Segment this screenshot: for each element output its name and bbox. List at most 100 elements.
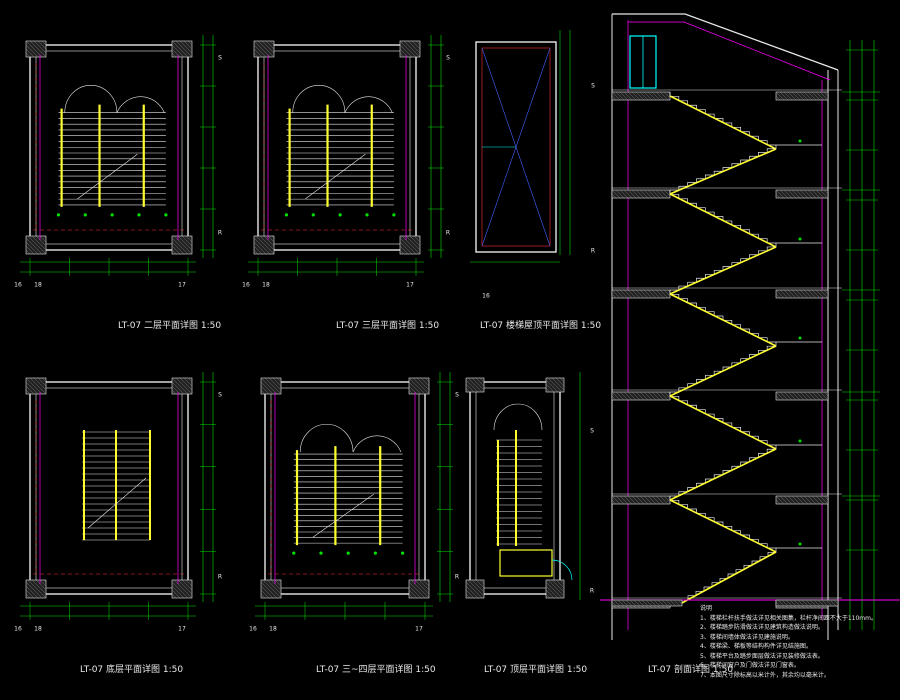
hatch-line bbox=[39, 579, 47, 587]
hatch-line bbox=[414, 579, 430, 595]
caption-plan-base: LT-07 底层平面详图 1:50 bbox=[80, 665, 184, 675]
section-handrail bbox=[669, 293, 777, 347]
hatch-line bbox=[779, 391, 789, 401]
hatch-line bbox=[611, 95, 617, 101]
hatch-line bbox=[399, 52, 405, 58]
caption-plan-2f: LT-07 二层平面详图 1:50 bbox=[118, 321, 222, 331]
hatch-line bbox=[795, 189, 805, 199]
hatch-line bbox=[635, 289, 645, 299]
hatch-line bbox=[663, 495, 671, 503]
hatch-line bbox=[787, 391, 797, 401]
hatch-line bbox=[639, 289, 649, 299]
hatch-line bbox=[25, 377, 43, 395]
hatch-line bbox=[29, 377, 47, 395]
hatch-line bbox=[775, 395, 781, 401]
axis-bubble-label: R bbox=[590, 588, 594, 595]
hatch-line bbox=[633, 599, 641, 607]
hatch-line bbox=[260, 381, 274, 395]
level-marker bbox=[284, 213, 289, 217]
hatch-line bbox=[795, 289, 805, 299]
hatch-line bbox=[253, 245, 263, 255]
hatch-line bbox=[187, 377, 193, 383]
hatch-line bbox=[418, 579, 430, 591]
hatch-line bbox=[33, 377, 47, 391]
level-marker bbox=[83, 213, 87, 217]
hatch-line bbox=[262, 579, 282, 599]
level-marker bbox=[401, 551, 405, 555]
hatch-line bbox=[779, 495, 789, 505]
level-marker bbox=[798, 336, 802, 340]
section-handrail bbox=[669, 395, 777, 450]
hatch-line bbox=[631, 189, 641, 199]
level-marker bbox=[798, 439, 802, 443]
hatch-line bbox=[25, 589, 35, 599]
hatch-line bbox=[189, 235, 193, 239]
hatch-line bbox=[823, 189, 829, 195]
hatch-line bbox=[623, 189, 633, 199]
axis-bubble-label: R bbox=[455, 574, 459, 581]
hatch-line bbox=[555, 579, 565, 589]
hatch-line bbox=[803, 289, 813, 299]
hatch-line bbox=[183, 40, 193, 50]
hatch-line bbox=[787, 189, 797, 199]
hatch-line bbox=[799, 391, 809, 401]
hatch-line bbox=[611, 499, 617, 505]
door-swing-arc bbox=[292, 84, 393, 113]
hatch-line bbox=[799, 189, 809, 199]
hatch-line bbox=[551, 377, 565, 391]
axis-bubble-label: 16 bbox=[249, 626, 257, 633]
column bbox=[399, 40, 421, 58]
stair-flight bbox=[680, 548, 777, 601]
hatch-line bbox=[829, 599, 837, 607]
section-handrail bbox=[669, 499, 777, 553]
hatch-line bbox=[171, 593, 177, 599]
hatch-line bbox=[801, 599, 809, 607]
hatch-line bbox=[265, 40, 275, 50]
hatch-line bbox=[807, 495, 817, 505]
hatch-line bbox=[793, 599, 801, 607]
hatch-line bbox=[815, 391, 825, 401]
hatch-line bbox=[260, 385, 270, 395]
hatch-line bbox=[783, 189, 793, 199]
hatch-line bbox=[623, 391, 633, 401]
hatch-line bbox=[426, 579, 430, 583]
hatch-line bbox=[25, 237, 43, 255]
axis-bubble-label: S bbox=[455, 392, 459, 399]
hatch-line bbox=[639, 189, 649, 199]
stair-flight bbox=[669, 92, 776, 146]
column bbox=[260, 377, 282, 395]
axis-bubble-label: R bbox=[591, 248, 595, 255]
hatch-line bbox=[559, 579, 565, 585]
hatch-line bbox=[475, 377, 485, 387]
hatch-line bbox=[799, 495, 809, 505]
level-marker bbox=[164, 213, 168, 217]
hatch-line bbox=[623, 289, 633, 299]
hatch-line bbox=[276, 377, 282, 383]
column bbox=[408, 377, 430, 395]
axis-bubble-label: R bbox=[218, 230, 222, 237]
hatch-line bbox=[409, 235, 421, 247]
hatch-line bbox=[631, 289, 641, 299]
hatch-line bbox=[639, 91, 649, 101]
hatch-line bbox=[795, 495, 805, 505]
hatch-line bbox=[185, 235, 193, 243]
stair-flight bbox=[669, 290, 776, 343]
hatch-line bbox=[811, 495, 821, 505]
hatch-line bbox=[278, 579, 282, 583]
hatch-line bbox=[775, 189, 785, 199]
column bbox=[25, 377, 47, 395]
section-handrail bbox=[669, 246, 777, 295]
hatch-line bbox=[811, 189, 821, 199]
hatch-line bbox=[611, 391, 621, 401]
hatch-line bbox=[271, 235, 275, 239]
hatch-line bbox=[25, 385, 35, 395]
hatch-line bbox=[775, 91, 785, 101]
level-marker bbox=[137, 213, 141, 217]
hatch-line bbox=[25, 48, 35, 58]
hatch-line bbox=[815, 91, 825, 101]
hatch-line bbox=[173, 579, 193, 599]
hatch-line bbox=[823, 391, 829, 397]
hatch-line bbox=[181, 579, 193, 591]
hatch-line bbox=[625, 599, 633, 607]
